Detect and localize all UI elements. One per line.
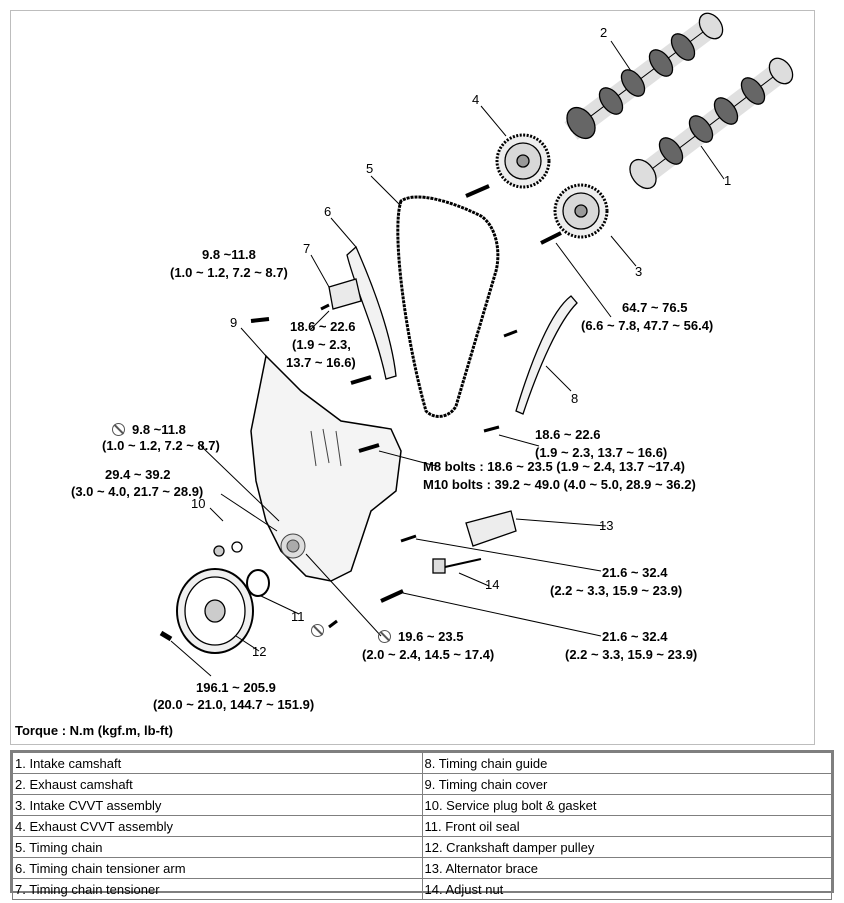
- legend-table: 1. Intake camshaft 8. Timing chain guide…: [12, 752, 832, 900]
- callout-1: 1: [724, 173, 732, 188]
- gasket: [231, 541, 243, 553]
- callout-8: 8: [571, 391, 579, 406]
- exhaust-camshaft: [564, 12, 724, 140]
- torque-cover-lower-line2: (3.0 ~ 4.0, 21.7 ~ 28.9): [71, 484, 204, 499]
- tensioner: [328, 278, 362, 310]
- callout-2: 2: [600, 25, 608, 40]
- legend-row: 4. Exhaust CVVT assembly 11. Front oil s…: [12, 815, 832, 837]
- no-reuse-icon: [311, 624, 324, 637]
- no-reuse-icon: [378, 630, 391, 643]
- crankshaft-damper-pulley: [176, 568, 254, 654]
- torque-cover-upper-line2: (1.9 ~ 2.3,: [292, 337, 351, 352]
- callout-11: 11: [291, 609, 305, 624]
- legend-cell: 4. Exhaust CVVT assembly: [12, 815, 423, 837]
- torque-adjust-line1: 21.6 ~ 32.4: [602, 629, 668, 644]
- torque-cvvt-line1: 64.7 ~ 76.5: [622, 300, 688, 315]
- legend-cell: 12. Crankshaft damper pulley: [421, 836, 832, 858]
- torque-seal-line1: 19.6 ~ 23.5: [398, 629, 464, 644]
- intake-cvvt-sprocket: [553, 183, 609, 239]
- torque-pulley-line2: (20.0 ~ 21.0, 144.7 ~ 151.9): [153, 697, 315, 712]
- exhaust-cvvt-sprocket: [495, 133, 551, 189]
- callout-4: 4: [472, 92, 480, 107]
- legend-cell: 8. Timing chain guide: [421, 752, 832, 774]
- callout-13: 13: [599, 518, 614, 533]
- legend-row: 1. Intake camshaft 8. Timing chain guide: [12, 752, 832, 774]
- parts-legend: 1. Intake camshaft 8. Timing chain guide…: [10, 750, 834, 900]
- front-oil-seal: [246, 569, 270, 597]
- callout-6: 6: [324, 204, 332, 219]
- timing-chain: [396, 195, 500, 418]
- torque-adjust-line2: (2.2 ~ 3.3, 15.9 ~ 23.9): [565, 647, 698, 662]
- torque-m10-bolts: M10 bolts : 39.2 ~ 49.0 (4.0 ~ 5.0, 28.9…: [423, 477, 696, 492]
- torque-guide-line2: (1.9 ~ 2.3, 13.7 ~ 16.6): [535, 445, 668, 460]
- exploded-diagram: 2 4 1 5 6 7 3 9 8 10 13 14 11 12 9.8 ~11…: [10, 10, 815, 745]
- legend-cell: 11. Front oil seal: [421, 815, 832, 837]
- torque-brace-line2: (2.2 ~ 3.3, 15.9 ~ 23.9): [550, 583, 683, 598]
- legend-cell: 7. Timing chain tensioner: [12, 878, 423, 900]
- alternator-brace: [465, 510, 517, 547]
- legend-row: 3. Intake CVVT assembly 10. Service plug…: [12, 794, 832, 816]
- torque-cover-lower-line1: 29.4 ~ 39.2: [105, 467, 171, 482]
- torque-pulley-line1: 196.1 ~ 205.9: [196, 680, 276, 695]
- torque-cover-upper-line3: 13.7 ~ 16.6): [286, 355, 356, 370]
- legend-row: 2. Exhaust camshaft 9. Timing chain cove…: [12, 773, 832, 795]
- torque-m8-bolts: M8 bolts : 18.6 ~ 23.5 (1.9 ~ 2.4, 13.7 …: [423, 459, 685, 474]
- adjust-nut: [432, 558, 446, 574]
- legend-cell: 10. Service plug bolt & gasket: [421, 794, 832, 816]
- legend-row: 7. Timing chain tensioner 14. Adjust nut: [12, 878, 832, 900]
- no-reuse-icon: [112, 423, 125, 436]
- torque-tensioner-line1: 9.8 ~11.8: [202, 247, 256, 262]
- torque-seal-line2: (2.0 ~ 2.4, 14.5 ~ 17.4): [362, 647, 495, 662]
- legend-row: 5. Timing chain 12. Crankshaft damper pu…: [12, 836, 832, 858]
- intake-camshaft: [629, 57, 794, 190]
- legend-cell: 1. Intake camshaft: [12, 752, 423, 774]
- torque-cover-upper-line1: 18.6 ~ 22.6: [290, 319, 356, 334]
- callout-9: 9: [230, 315, 238, 330]
- torque-cvvt-line2: (6.6 ~ 7.8, 47.7 ~ 56.4): [581, 318, 714, 333]
- chain-guide: [515, 295, 578, 415]
- legend-cell: 13. Alternator brace: [421, 857, 832, 879]
- service-plug-bolt: [213, 545, 225, 557]
- torque-unit-note: Torque : N.m (kgf.m, lb-ft): [15, 723, 173, 738]
- callout-7: 7: [303, 241, 311, 256]
- legend-cell: 6. Timing chain tensioner arm: [12, 857, 423, 879]
- timing-chain-cover: [250, 354, 402, 582]
- legend-row: 6. Timing chain tensioner arm 13. Altern…: [12, 857, 832, 879]
- callout-3: 3: [635, 264, 643, 279]
- callout-12: 12: [252, 644, 267, 659]
- torque-brace-line1: 21.6 ~ 32.4: [602, 565, 668, 580]
- torque-plug-line2: (1.0 ~ 1.2, 7.2 ~ 8.7): [102, 438, 220, 453]
- torque-tensioner-line2: (1.0 ~ 1.2, 7.2 ~ 8.7): [170, 265, 288, 280]
- legend-cell: 5. Timing chain: [12, 836, 423, 858]
- legend-cell: 3. Intake CVVT assembly: [12, 794, 423, 816]
- callout-14: 14: [485, 577, 500, 592]
- callout-5: 5: [366, 161, 374, 176]
- callout-10: 10: [191, 496, 206, 511]
- legend-cell: 2. Exhaust camshaft: [12, 773, 423, 795]
- torque-plug-line1: 9.8 ~11.8: [132, 422, 186, 437]
- torque-guide-line1: 18.6 ~ 22.6: [535, 427, 601, 442]
- legend-cell: 14. Adjust nut: [421, 878, 832, 900]
- legend-cell: 9. Timing chain cover: [421, 773, 832, 795]
- diagram-drawing: [159, 12, 794, 677]
